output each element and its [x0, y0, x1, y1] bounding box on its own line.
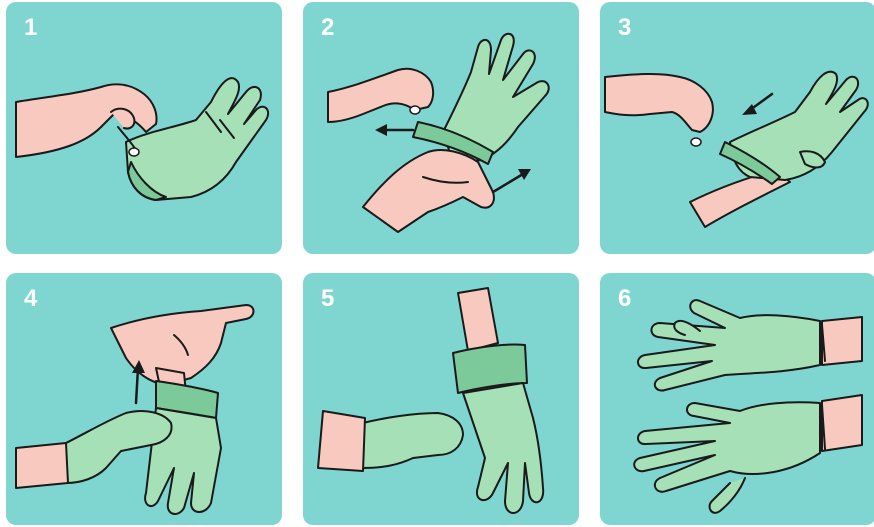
step-3-number: 3: [618, 14, 631, 42]
step-4-illustration: [6, 273, 282, 525]
step-2-number: 2: [321, 14, 334, 42]
step-panel-2: 2: [303, 2, 579, 254]
step-3-illustration: [600, 2, 874, 254]
step-2-illustration: [303, 2, 579, 254]
step-1-illustration: [6, 2, 282, 254]
step-panel-4: 4: [6, 273, 282, 525]
step-5-number: 5: [321, 285, 334, 313]
step-5-illustration: [303, 273, 579, 525]
step-panel-6: 6: [600, 273, 874, 525]
step-panel-1: 1: [6, 2, 282, 254]
step-1-number: 1: [24, 14, 37, 42]
step-6-number: 6: [618, 285, 631, 313]
step-4-number: 4: [24, 285, 37, 313]
step-panel-5: 5: [303, 273, 579, 525]
step-6-illustration: [600, 273, 874, 525]
step-panel-3: 3: [600, 2, 874, 254]
